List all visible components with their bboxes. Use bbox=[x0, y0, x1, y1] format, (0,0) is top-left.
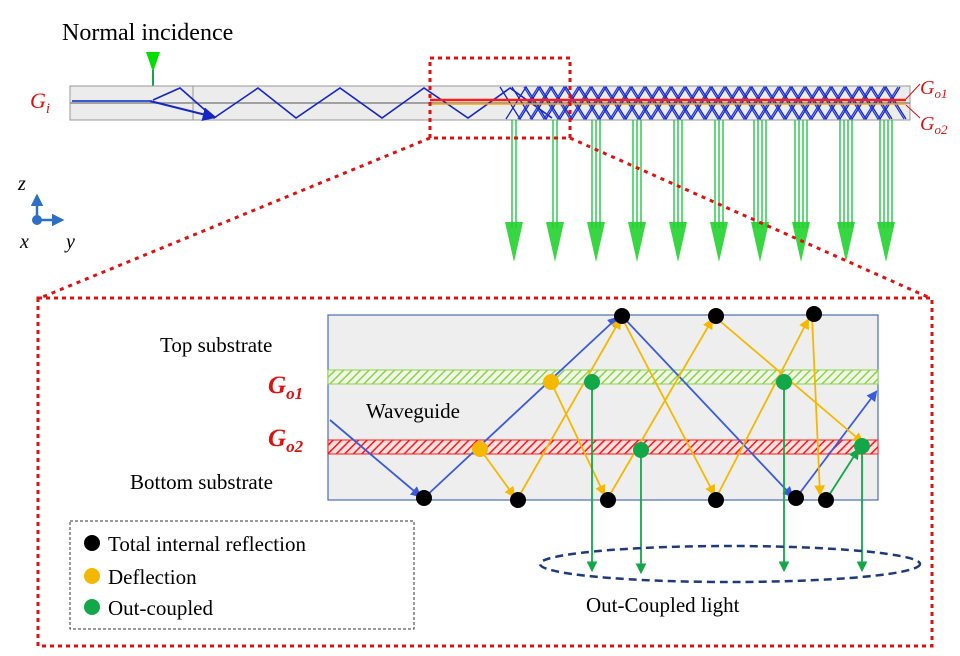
normal-incidence-marker bbox=[146, 52, 160, 72]
outcoupled-beam bbox=[837, 120, 855, 262]
normal-incidence-label: Normal incidence bbox=[62, 20, 233, 46]
outcoupled-beam bbox=[546, 120, 564, 262]
dense-zigzag-ray bbox=[511, 85, 893, 121]
top-substrate-label: Top substrate bbox=[160, 333, 272, 357]
legend-label-tir: Total internal reflection bbox=[108, 532, 306, 556]
outcoupled-beams bbox=[505, 120, 895, 262]
outcoupled-beam bbox=[751, 120, 769, 262]
deflection-dots bbox=[472, 374, 559, 457]
legend-label-deflection: Deflection bbox=[108, 565, 197, 589]
detail-waveguide-box bbox=[327, 314, 879, 501]
input-ray-bounce bbox=[149, 100, 217, 122]
dense-zigzag-ray bbox=[529, 85, 891, 121]
outcoupled-beam bbox=[628, 120, 646, 262]
legend-box bbox=[69, 520, 415, 630]
legend-label-outcoupled: Out-coupled bbox=[108, 596, 213, 620]
outcoupled-light-label: Out-Coupled light bbox=[586, 593, 740, 617]
axis-y-label: y bbox=[64, 231, 75, 253]
outcoupled-beam bbox=[710, 120, 728, 262]
legend-dot-tir bbox=[84, 535, 100, 551]
go1-label: Go1 bbox=[268, 372, 303, 403]
green-rays bbox=[586, 382, 868, 575]
legend: Total internal reflection Deflection Out… bbox=[69, 520, 415, 630]
zoom-connector-right bbox=[569, 136, 931, 300]
axis-x-label: x bbox=[19, 231, 29, 253]
axis-indicator: z x y bbox=[17, 173, 75, 253]
go1-label-top: Go1 bbox=[920, 77, 947, 101]
dense-zigzag-ray bbox=[523, 85, 905, 121]
dense-zigzag-ray bbox=[517, 85, 899, 121]
go2-label: Go2 bbox=[268, 425, 304, 456]
waveguide-label: Waveguide bbox=[366, 399, 460, 423]
detail-frame bbox=[36, 296, 934, 648]
legend-dot-deflection bbox=[84, 568, 100, 584]
tir-dots bbox=[416, 306, 834, 508]
outcoupled-beam bbox=[505, 120, 523, 262]
go2-leader bbox=[905, 104, 921, 119]
outcoupled-light-ellipse bbox=[538, 544, 922, 584]
legend-dot-outcoupled bbox=[84, 599, 100, 615]
go2-label-top: Go2 bbox=[920, 113, 948, 137]
zoom-connector-left bbox=[39, 136, 431, 300]
outcoupled-beam bbox=[877, 120, 895, 262]
outcoupled-dots bbox=[584, 374, 870, 458]
outcoupled-beam bbox=[587, 120, 605, 262]
tir-zigzag-path bbox=[152, 87, 553, 120]
zoom-box bbox=[428, 56, 572, 140]
outcoupled-beam bbox=[669, 120, 687, 262]
gi-label: Gi bbox=[30, 88, 50, 117]
grating-go1 bbox=[327, 369, 879, 385]
grating-go2 bbox=[327, 439, 879, 455]
axis-origin bbox=[32, 215, 42, 225]
bottom-substrate-label: Bottom substrate bbox=[130, 470, 273, 494]
dense-ray-region bbox=[499, 85, 907, 121]
go1-leader bbox=[905, 83, 921, 100]
axis-z-label: z bbox=[17, 173, 26, 195]
blue-rays bbox=[329, 315, 878, 499]
